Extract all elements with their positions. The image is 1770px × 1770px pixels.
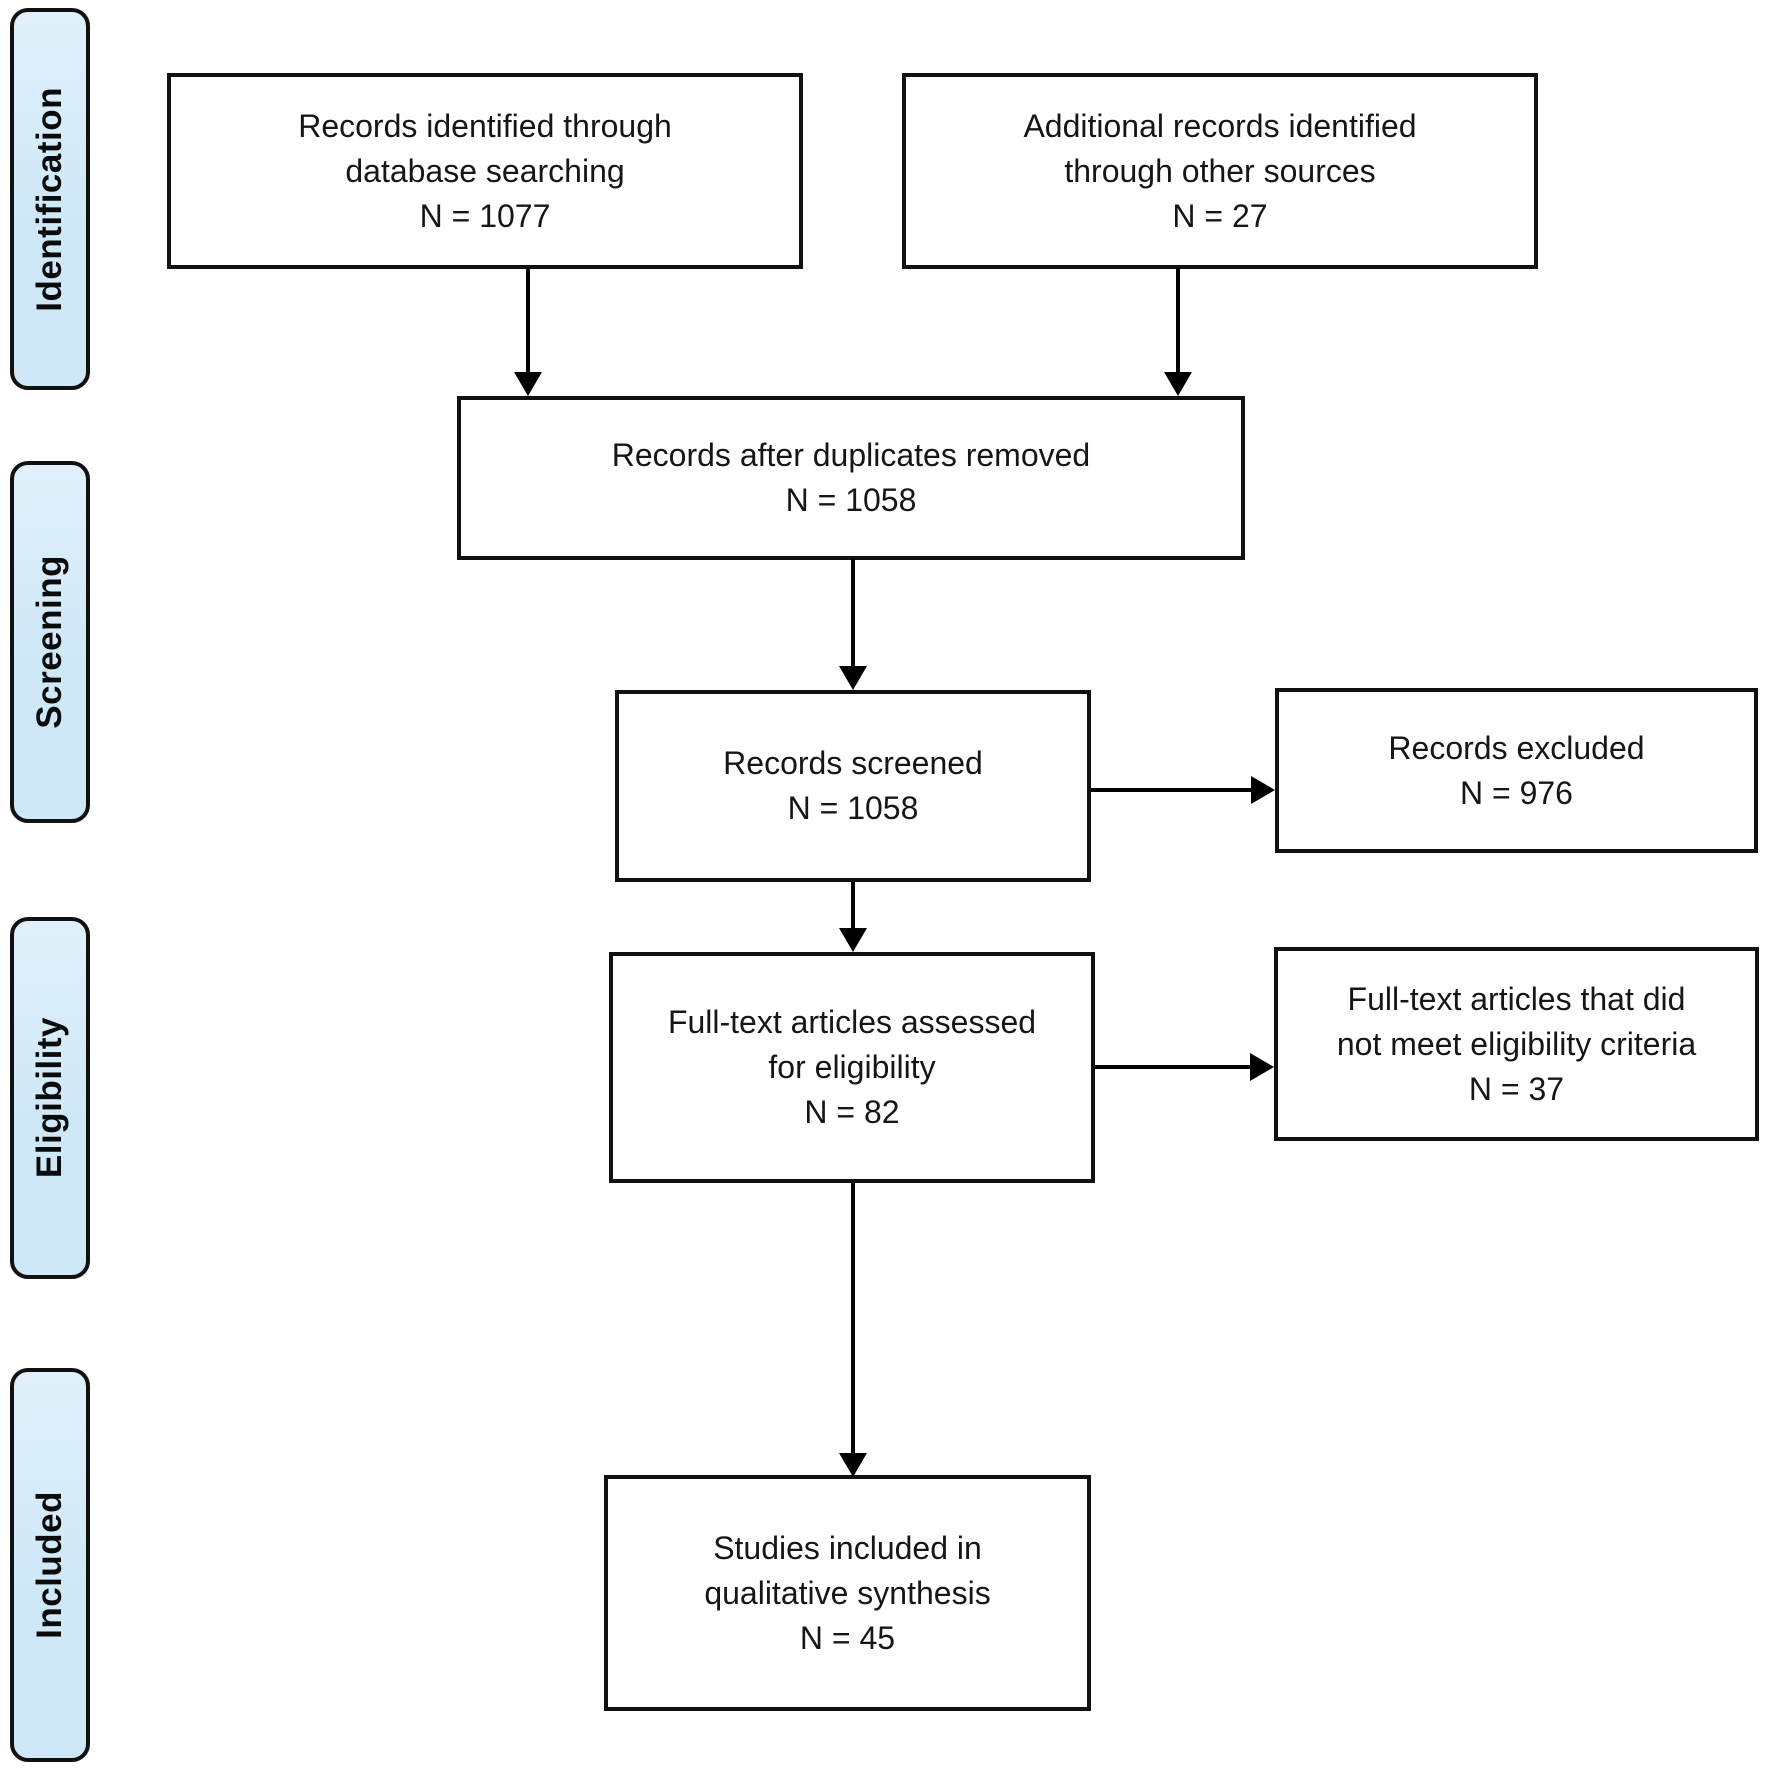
stage-eligibility-label: Eligibility [30,1017,69,1179]
box-records-screened: Records screened N = 1058 [615,690,1091,882]
box-records-after-duplicates: Records after duplicates removed N = 105… [457,396,1245,560]
box-fulltext-excluded: Full-text articles that did not meet eli… [1274,947,1759,1141]
arrow-line [851,559,855,668]
box-fulltext-assessed: Full-text articles assessed for eligibil… [609,952,1095,1183]
stage-identification-label: Identification [30,86,69,312]
box-records-after-duplicates-text: Records after duplicates removed N = 105… [611,437,1091,518]
arrowhead-down-icon [839,1453,867,1477]
arrowhead-down-icon [839,928,867,952]
arrowhead-down-icon [839,666,867,690]
arrowhead-down-icon [514,372,542,396]
box-fulltext-assessed-text: Full-text articles assessed for eligibil… [667,1004,1037,1130]
arrow-line [1176,268,1180,374]
stage-eligibility: Eligibility [10,917,90,1279]
arrow-line [1095,1065,1252,1069]
arrowhead-right-icon [1250,1053,1274,1081]
arrowhead-right-icon [1251,776,1275,804]
stage-included-label: Included [30,1491,69,1639]
box-records-identified-text: Records identified through database sear… [298,107,672,234]
stage-screening-label: Screening [30,555,69,729]
box-records-excluded-text: Records excluded N = 976 [1388,729,1645,811]
arrow-line [851,882,855,930]
box-additional-records-text: Additional records identified through ot… [1023,107,1417,234]
box-studies-included-text: Studies included in qualitative synthesi… [704,1529,991,1656]
box-studies-included: Studies included in qualitative synthesi… [604,1475,1091,1711]
arrow-line [526,268,530,374]
stage-screening: Screening [10,461,90,823]
box-records-excluded: Records excluded N = 976 [1275,688,1758,853]
box-records-screened-text: Records screened N = 1058 [723,745,983,826]
stage-included: Included [10,1368,90,1762]
stage-identification: Identification [10,8,90,390]
box-fulltext-excluded-text: Full-text articles that did not meet eli… [1336,980,1697,1107]
arrow-line [1091,788,1253,792]
arrow-line [851,1183,855,1456]
box-additional-records: Additional records identified through ot… [902,73,1538,269]
arrowhead-down-icon [1164,372,1192,396]
box-records-identified: Records identified through database sear… [167,73,803,269]
